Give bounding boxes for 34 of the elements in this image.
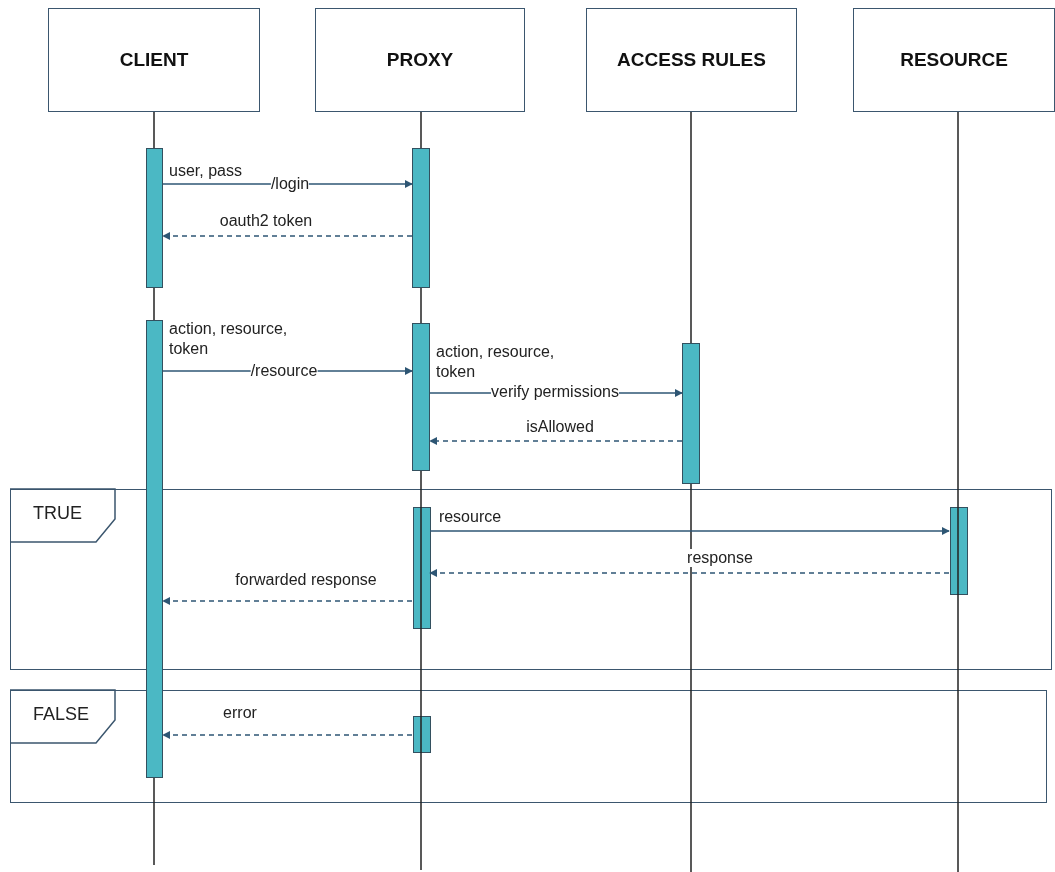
return-arrow — [162, 232, 413, 240]
participant-box — [853, 8, 1055, 112]
participant-name: RESOURCE — [900, 49, 1008, 71]
return-arrow — [162, 731, 413, 739]
participant-box — [586, 8, 797, 112]
fragment-frame — [10, 690, 1047, 803]
participant-name: PROXY — [386, 49, 454, 71]
edge-label: error — [223, 704, 257, 722]
edge-label: verify permissions — [491, 383, 619, 401]
activation-bar — [412, 148, 430, 288]
edge-label: oauth2 token — [219, 212, 313, 230]
return-arrow — [162, 597, 413, 605]
edge-label: isAllowed — [526, 418, 594, 436]
message-note: user, pass — [169, 161, 243, 181]
return-arrow — [429, 437, 683, 445]
frame-label: FALSE — [33, 704, 90, 725]
activation-bar — [146, 320, 163, 778]
activation-bar — [146, 148, 163, 288]
return-arrow — [429, 569, 950, 577]
edge-label: response — [687, 549, 753, 567]
edge-label: forwarded response — [235, 571, 377, 589]
frame-label: TRUE — [33, 503, 82, 524]
edge-label: resource — [438, 508, 502, 526]
participant-name: CLIENT — [119, 49, 189, 71]
participant-box — [48, 8, 260, 112]
message-arrow — [429, 527, 950, 535]
message-arrow — [162, 180, 413, 188]
activation-bar — [682, 343, 700, 484]
edge-label: /login — [270, 175, 310, 193]
participant-box — [315, 8, 525, 112]
activation-bar — [412, 323, 430, 471]
fragment-frame — [10, 489, 1052, 670]
message-note: action, resource, token — [169, 319, 289, 359]
participant-name: ACCESS RULES — [617, 49, 766, 71]
